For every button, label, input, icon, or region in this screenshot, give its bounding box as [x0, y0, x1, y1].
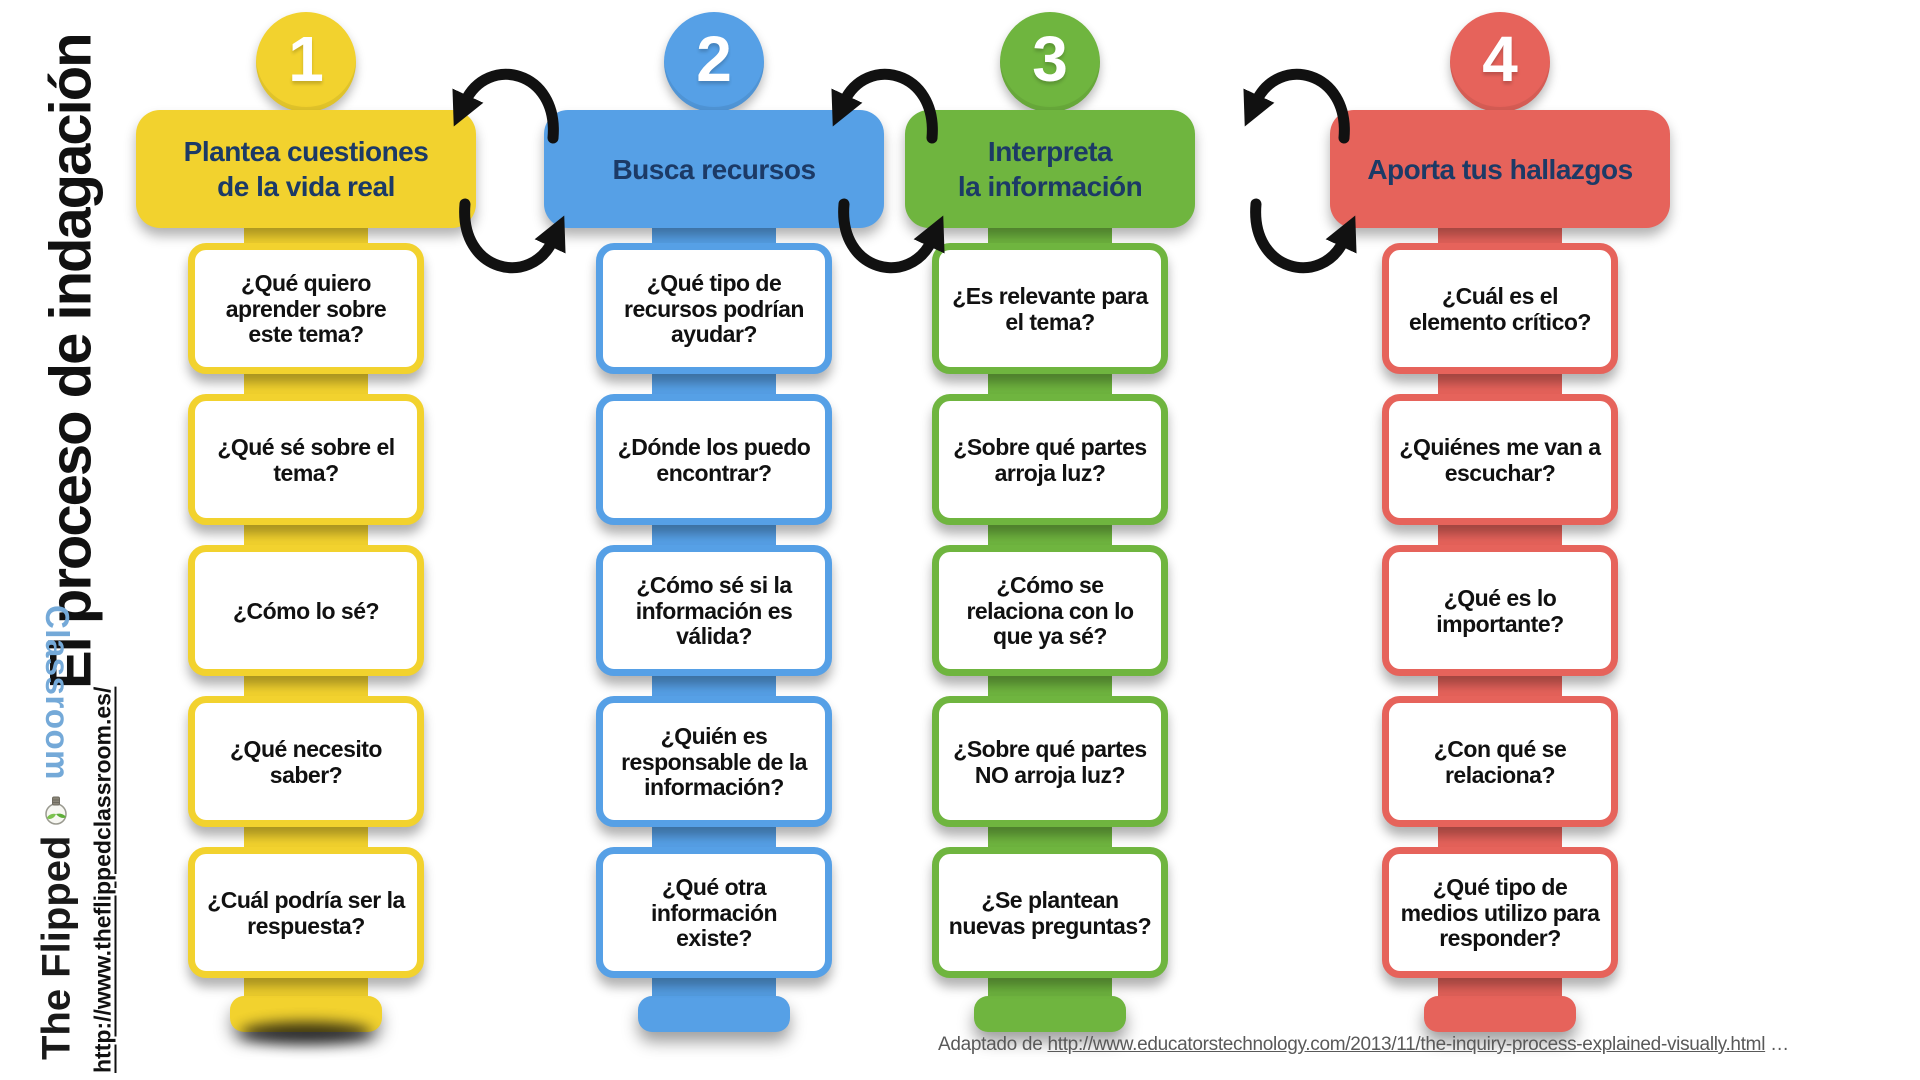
step-title-line: la información [957, 171, 1143, 202]
cycle-arrows-2-3 [831, 69, 945, 273]
question-card: ¿Qué otra información existe? [596, 847, 832, 978]
step-title: Aporta tus hallazgos [1367, 152, 1633, 187]
cycle-arrows-3-4 [1243, 69, 1357, 273]
step-title-line: Plantea cuestiones [183, 136, 429, 167]
question-card: ¿Sobre qué partes NO arroja luz? [932, 696, 1168, 827]
step-header: Plantea cuestiones de la vida real [136, 110, 476, 228]
question-cards: ¿Es relevante para el tema? ¿Sobre qué pa… [932, 243, 1168, 978]
brand-logo-blue-flipped: Classroom [39, 604, 76, 780]
column-footer-tab [1424, 996, 1576, 1032]
brand-logo-black: The Flipped [34, 835, 79, 1060]
question-cards: ¿Qué quiero aprender sobre este tema? ¿Qu… [188, 243, 424, 978]
step-title-line: Busca recursos [612, 153, 816, 185]
attribution-suffix: … [1765, 1034, 1789, 1055]
question-card: ¿Qué quiero aprender sobre este tema? [188, 243, 424, 374]
step-title-line: Aporta tus hallazgos [1367, 153, 1633, 185]
question-cards: ¿Cuál es el elemento crítico? ¿Quiénes me… [1382, 243, 1618, 978]
step-number-badge: 1 [256, 12, 356, 112]
step-number-badge: 3 [1000, 12, 1100, 112]
step-title: Busca recursos [612, 152, 816, 187]
step-header: Interpreta la información [905, 110, 1195, 228]
question-cards: ¿Qué tipo de recursos podrían ayudar? ¿Dó… [596, 243, 832, 978]
brand-logo: The Flipped Classroom [30, 605, 84, 1061]
step-number-badge: 2 [664, 12, 764, 112]
cycle-arrows-1-2 [452, 69, 566, 273]
attribution-link[interactable]: http://www.educatorstechnology.com/2013/… [1047, 1034, 1766, 1055]
process-column: 4 Aporta tus hallazgos ¿Cuál es el eleme… [1330, 0, 1670, 1060]
lightbulb-icon [35, 794, 80, 828]
question-card: ¿Es relevante para el tema? [932, 243, 1168, 374]
question-card: ¿Cómo lo sé? [188, 545, 424, 676]
attribution-prefix: Adaptado de [938, 1034, 1048, 1055]
question-card: ¿Qué sé sobre el tema? [188, 394, 424, 525]
page-title: El proceso de indagación [38, 34, 104, 690]
question-card: ¿Cómo sé si la información es válida? [596, 545, 832, 676]
step-header: Aporta tus hallazgos [1330, 110, 1670, 228]
column-footer-tab [638, 996, 790, 1032]
step-title: Interpreta la información [957, 134, 1143, 204]
step-number: 4 [1482, 23, 1518, 95]
process-column: 1 Plantea cuestiones de la vida real ¿Qué… [136, 0, 476, 1060]
step-number: 1 [288, 23, 324, 95]
question-card: ¿Quiénes me van a escuchar? [1382, 394, 1618, 525]
step-title: Plantea cuestiones de la vida real [184, 134, 429, 204]
question-card: ¿Dónde los puedo encontrar? [596, 394, 832, 525]
column-footer-shadow [240, 1022, 372, 1044]
attribution-caption: Adaptado de http://www.educatorstechnolo… [938, 1034, 1789, 1056]
question-card: ¿Qué tipo de medios utilizo para respond… [1382, 847, 1618, 978]
brand-url-link[interactable]: http://www.theflippedclassroom.es/ [89, 686, 116, 1073]
process-column: 2 Busca recursos ¿Qué tipo de recursos p… [544, 0, 884, 1060]
question-card: ¿Qué necesito saber? [188, 696, 424, 827]
question-card: ¿Qué tipo de recursos podrían ayudar? [596, 243, 832, 374]
step-number: 3 [1032, 23, 1068, 95]
question-card: ¿Qué es lo importante? [1382, 545, 1618, 676]
question-card: ¿Con qué se relaciona? [1382, 696, 1618, 827]
question-card: ¿Cuál es el elemento crítico? [1382, 243, 1618, 374]
question-card: ¿Quién es responsable de la información? [596, 696, 832, 827]
question-card: ¿Sobre qué partes arroja luz? [932, 394, 1168, 525]
step-title-line: de la vida real [217, 171, 395, 202]
step-header: Busca recursos [544, 110, 884, 228]
question-card: ¿Cómo se relaciona con lo que ya sé? [932, 545, 1168, 676]
process-column: 3 Interpreta la información ¿Es relevante… [880, 0, 1220, 1060]
step-title-line: Interpreta [987, 136, 1113, 167]
step-number-badge: 4 [1450, 12, 1550, 112]
column-footer-tab [974, 996, 1126, 1032]
step-number: 2 [696, 23, 732, 95]
question-card: ¿Cuál podría ser la respuesta? [188, 847, 424, 978]
question-card: ¿Se plantean nuevas preguntas? [932, 847, 1168, 978]
